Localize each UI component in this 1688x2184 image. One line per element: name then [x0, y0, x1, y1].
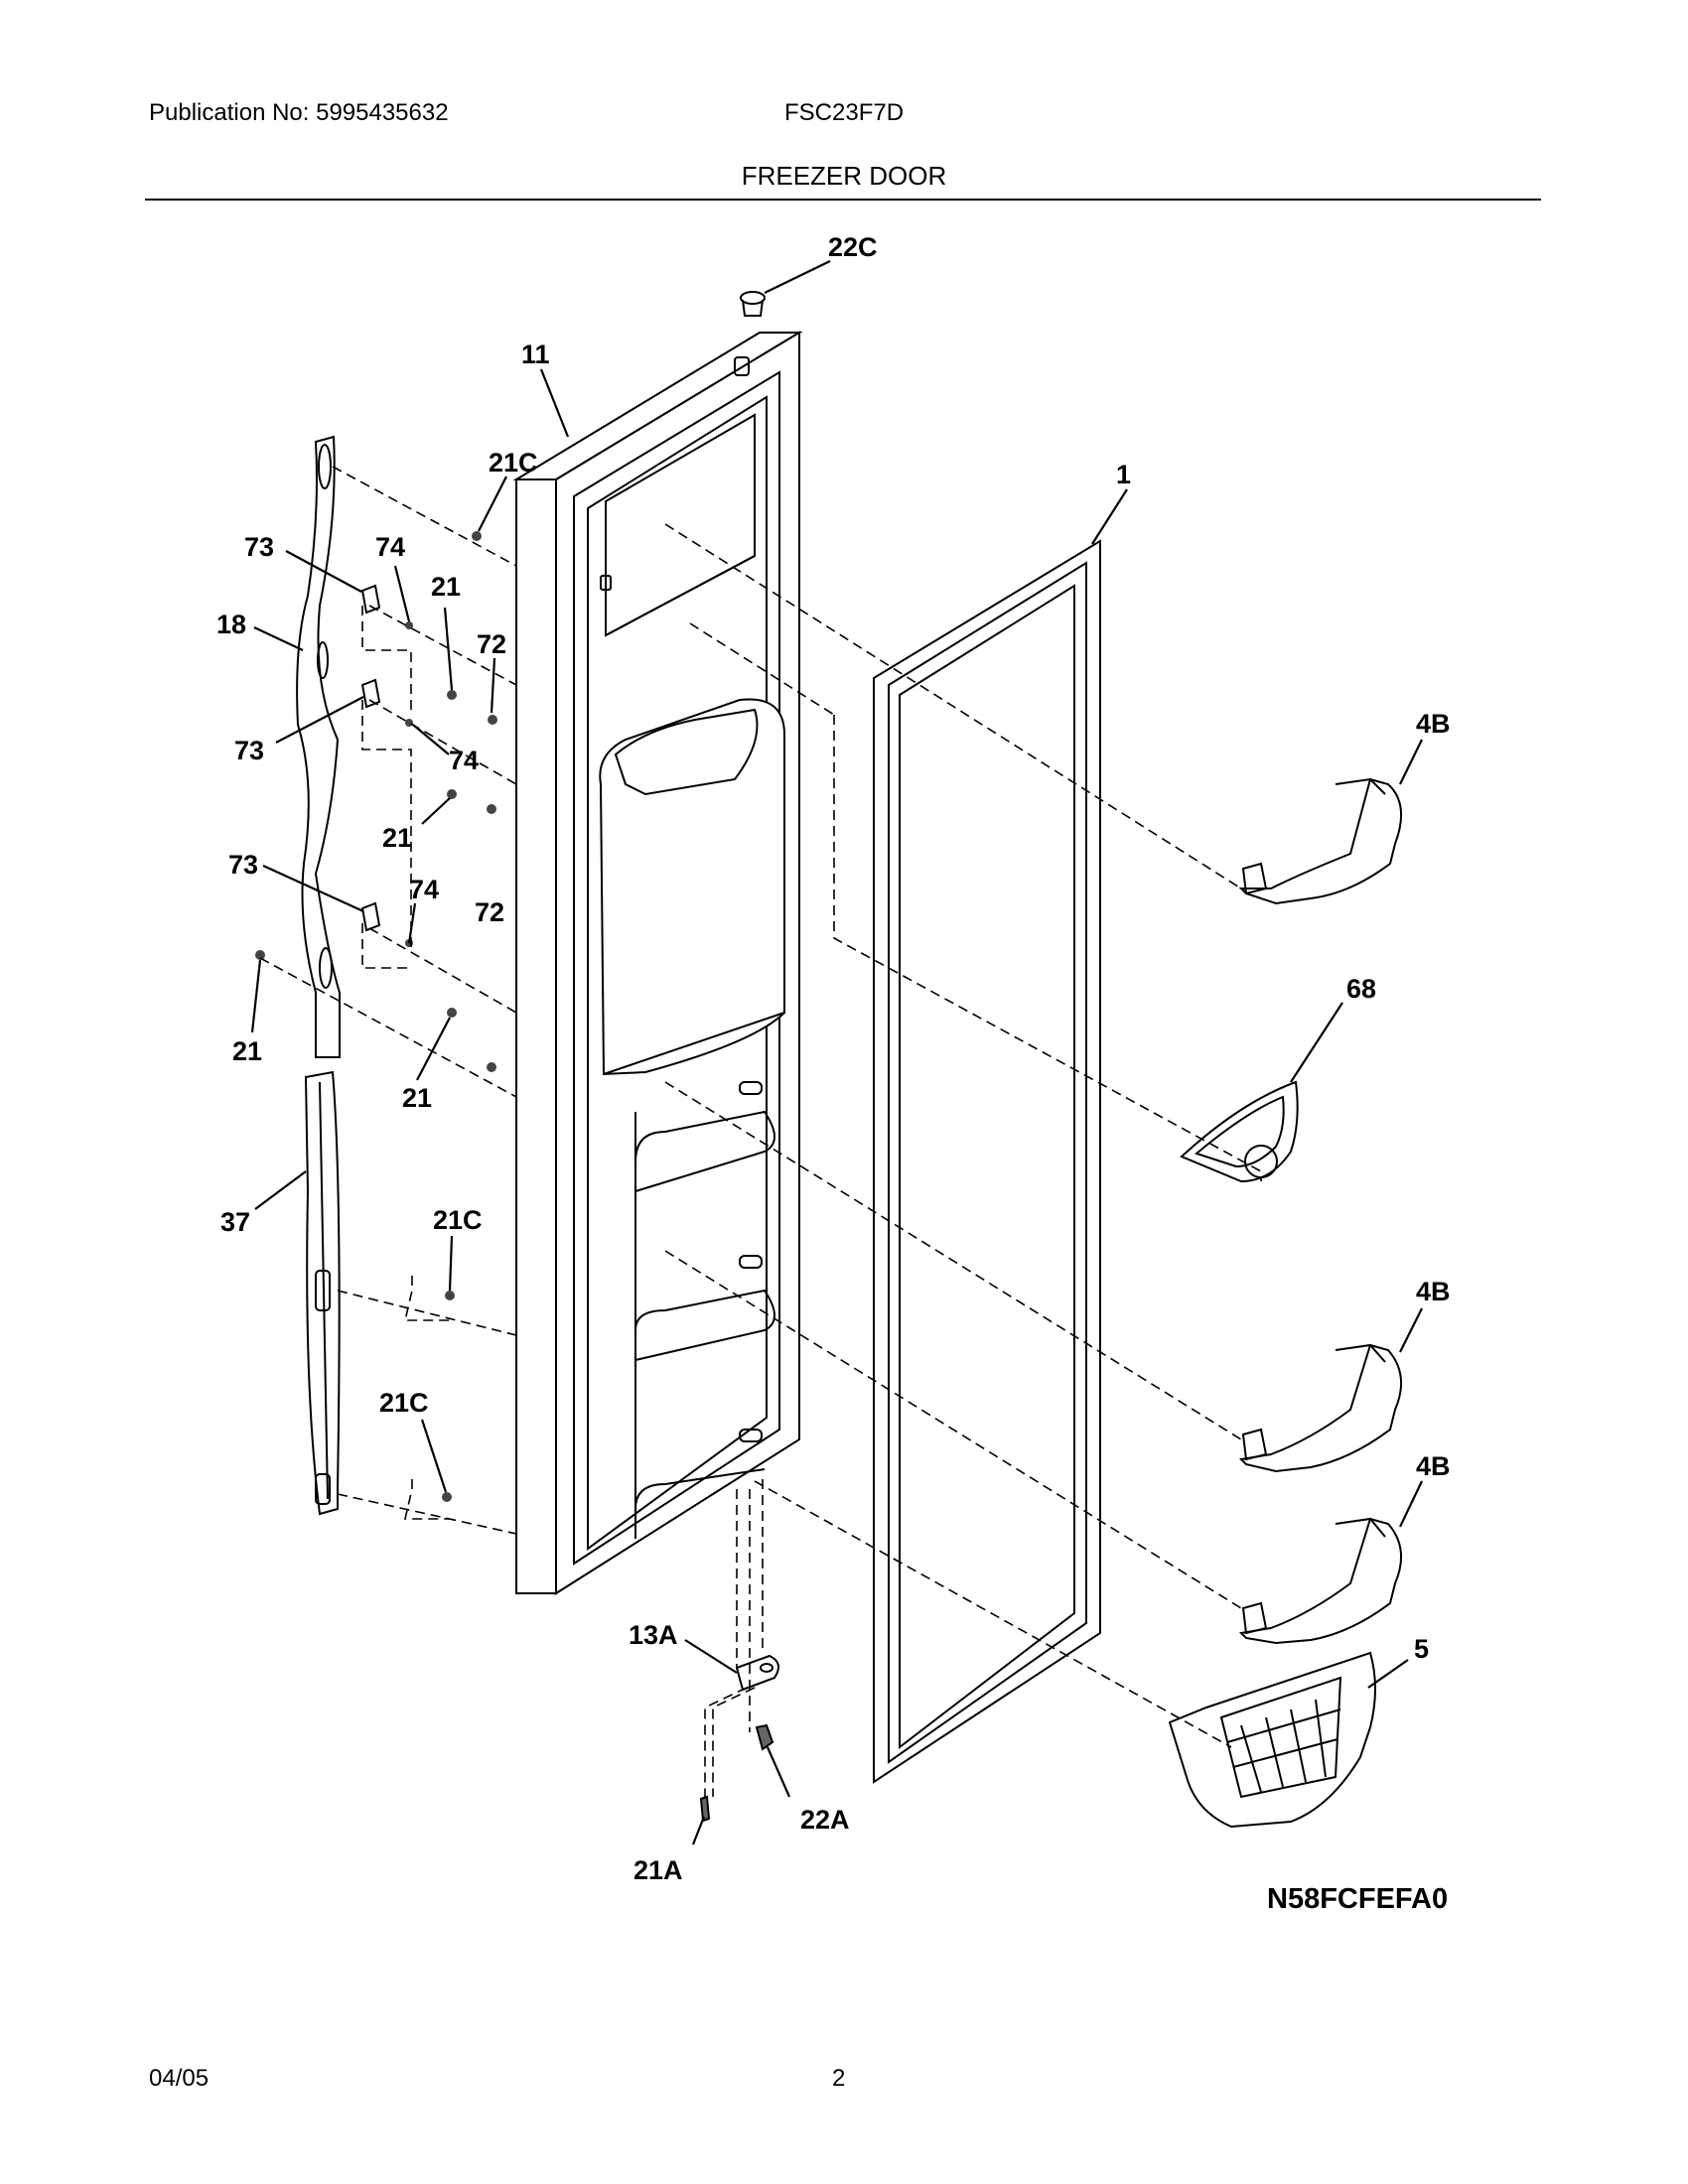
door-bin-top-part	[1238, 777, 1403, 905]
section-title: FREEZER DOOR	[741, 161, 947, 191]
callout-21-b: 21	[382, 823, 412, 853]
callout-74-a: 74	[375, 532, 405, 562]
freezer-door-part	[512, 331, 803, 1595]
upper-handle-part	[296, 435, 341, 1058]
header-rule	[145, 199, 1541, 201]
callout-37: 37	[220, 1207, 250, 1237]
callout-68: 68	[1346, 974, 1376, 1004]
door-gasket-part	[873, 539, 1101, 1784]
screws-and-clips	[255, 531, 497, 1502]
ice-basket-part	[1168, 1651, 1376, 1829]
callout-21c-top: 21C	[489, 448, 538, 478]
hinge-clips	[360, 584, 381, 932]
callout-73-c: 73	[228, 850, 258, 880]
callout-21-a: 21	[431, 572, 461, 602]
callout-13a: 13A	[629, 1620, 678, 1650]
model-number: FSC23F7D	[784, 99, 905, 126]
callout-21c-mid: 21C	[433, 1205, 483, 1235]
door-bin-middle-part	[1238, 1343, 1403, 1473]
callout-21-c: 21	[232, 1036, 262, 1066]
callout-4b-a: 4B	[1416, 709, 1451, 739]
lower-hinge-part	[699, 1654, 779, 1823]
callout-73-b: 73	[234, 736, 264, 765]
callout-1: 1	[1116, 460, 1131, 489]
callout-74-c: 74	[409, 875, 439, 904]
door-bin-lower-part	[1238, 1517, 1403, 1645]
callout-22a: 22A	[800, 1805, 850, 1835]
callout-73-a: 73	[244, 532, 274, 562]
publication-number: Publication No: 5995435632	[149, 99, 449, 126]
hinge-pin-top-part	[740, 291, 766, 317]
callout-21c-bot: 21C	[379, 1388, 429, 1418]
callout-21-d: 21	[402, 1083, 432, 1113]
callout-72-a: 72	[477, 629, 506, 659]
callout-4b-c: 4B	[1416, 1451, 1451, 1481]
callout-72-b: 72	[475, 897, 504, 927]
diagram-code: N58FCFEFA0	[1267, 1883, 1448, 1915]
callout-18: 18	[216, 610, 246, 639]
footer-date: 04/05	[149, 2065, 210, 2092]
callout-4b-b: 4B	[1416, 1277, 1451, 1306]
ice-chute-part	[1180, 1080, 1299, 1183]
callout-74-b: 74	[449, 746, 479, 775]
callout-22c: 22C	[828, 232, 878, 262]
lower-handle-trim-part	[304, 1070, 341, 1516]
callout-11: 11	[521, 340, 550, 369]
callout-5: 5	[1414, 1634, 1429, 1664]
callout-21a: 21A	[633, 1855, 683, 1885]
page-number: 2	[832, 2065, 846, 2092]
